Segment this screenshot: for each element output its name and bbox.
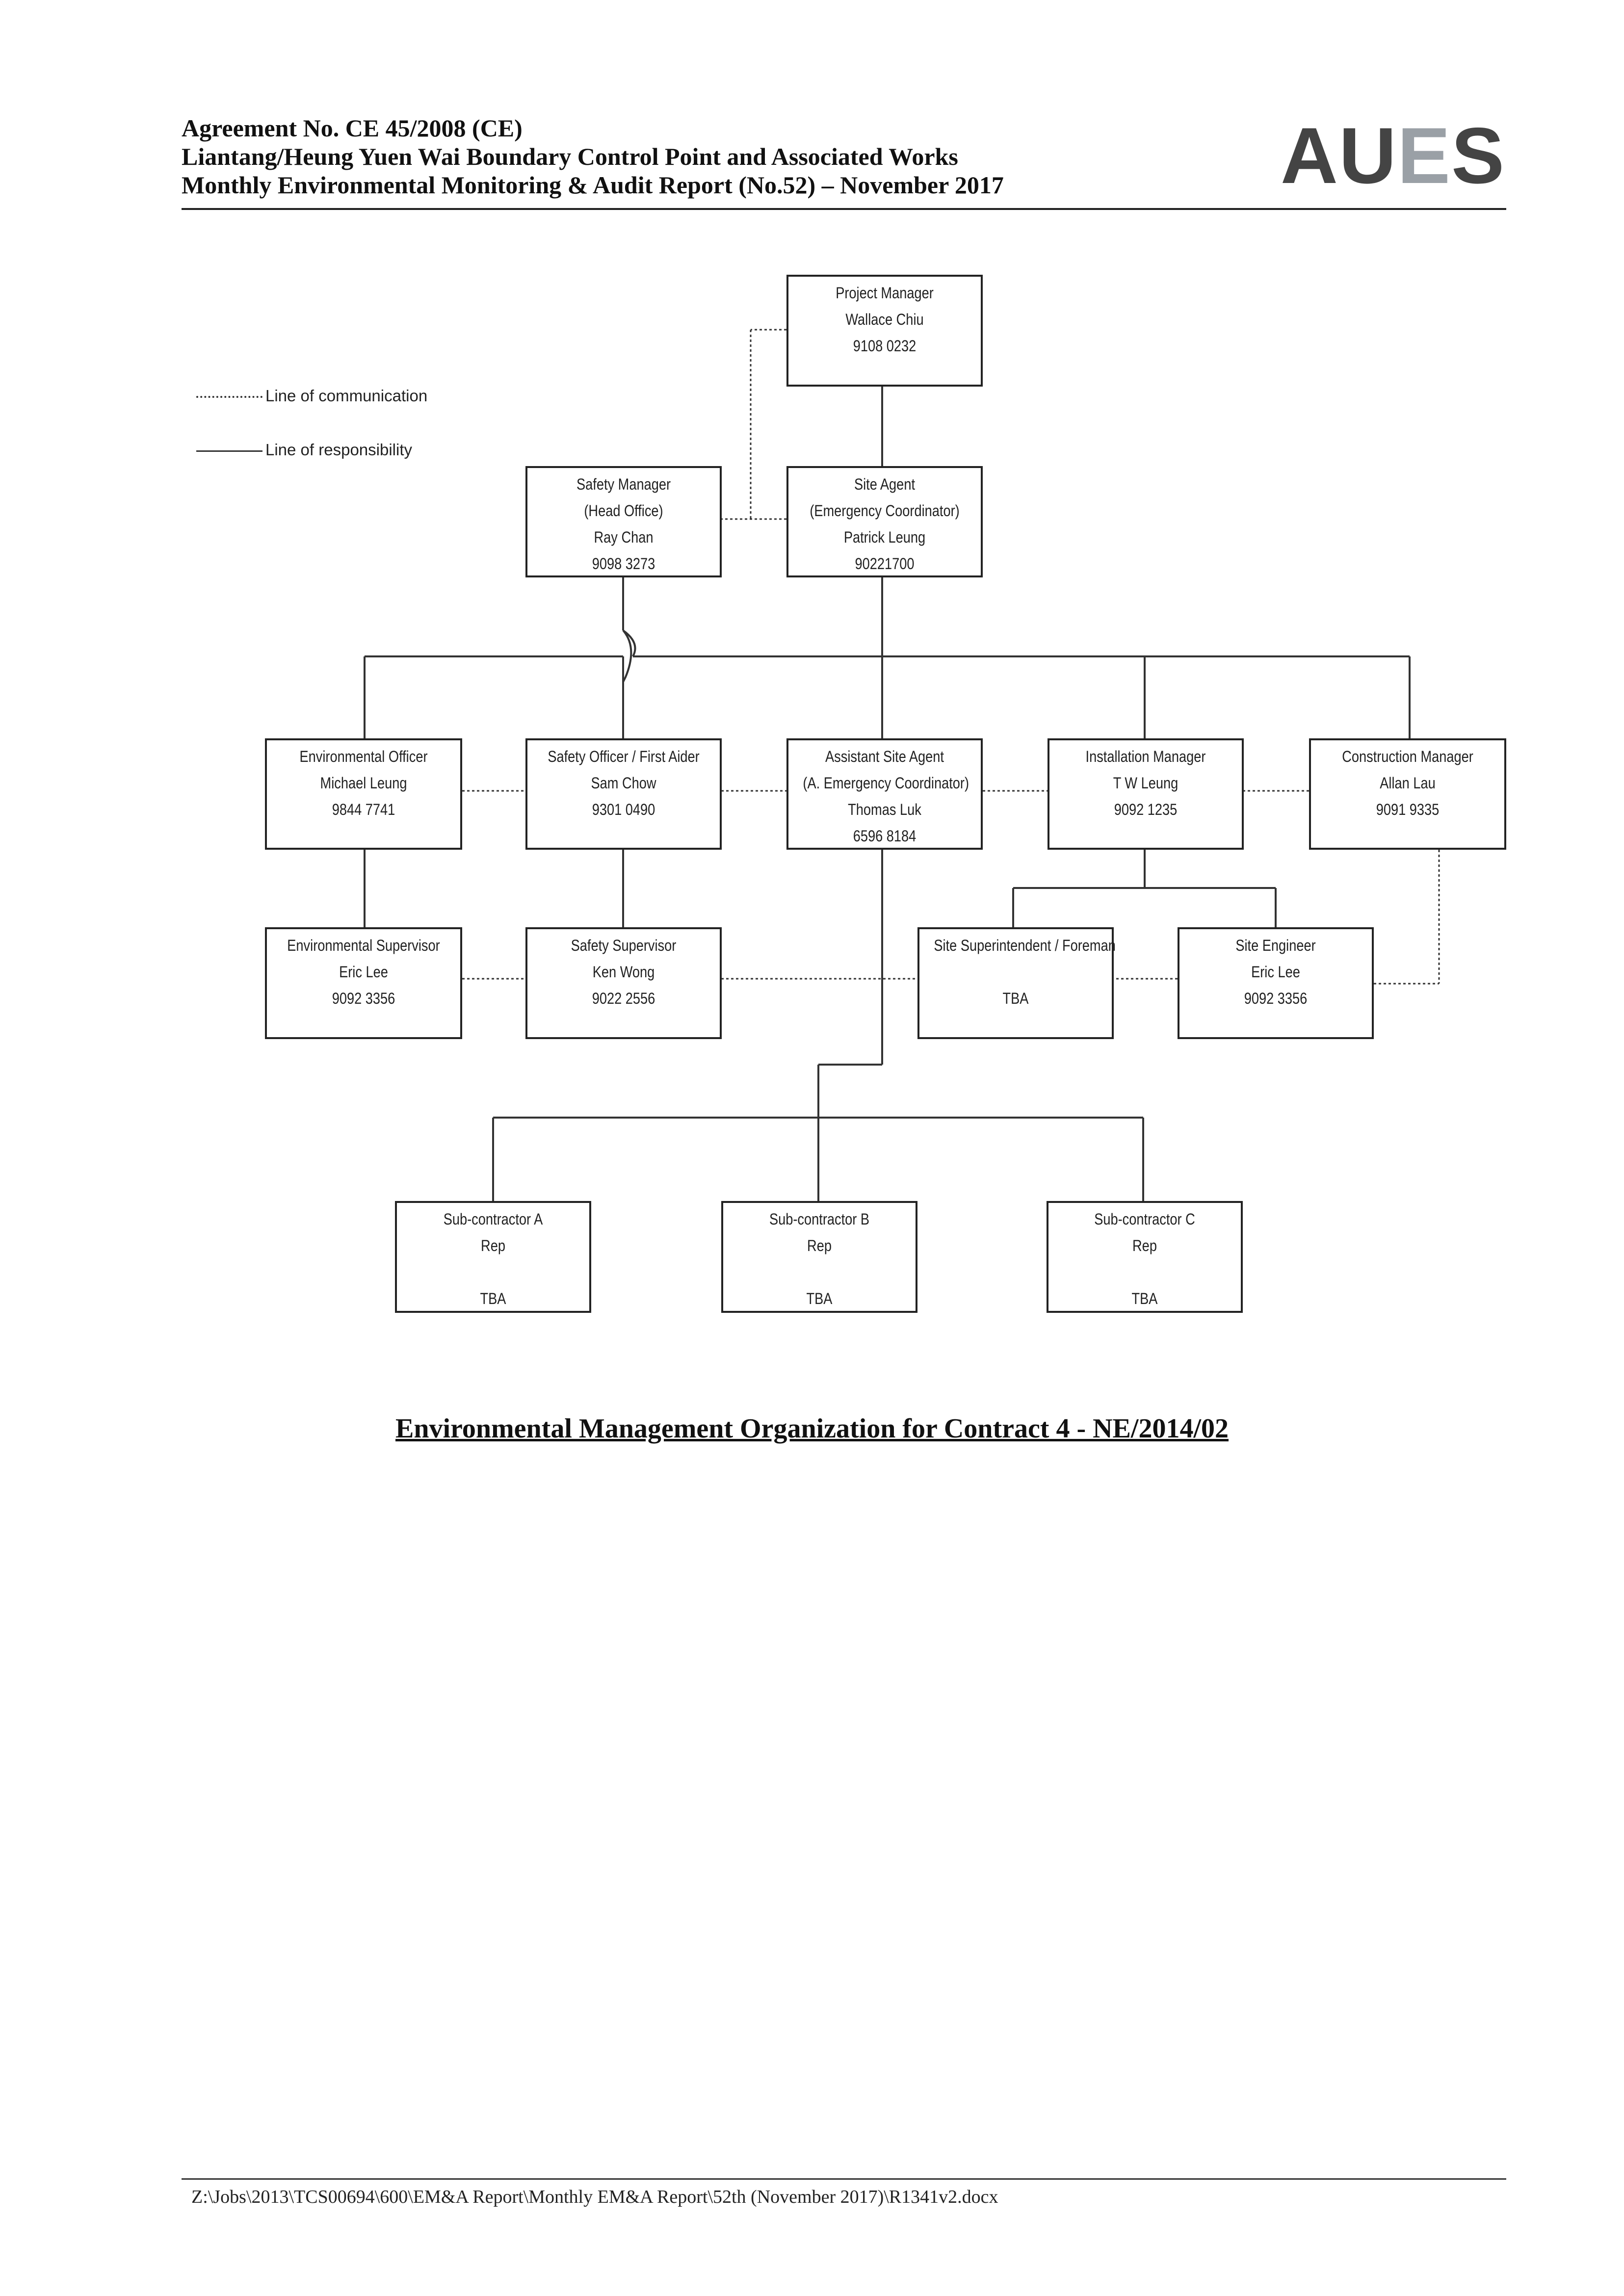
- box-subcontractor-b: Sub-contractor B Rep TBA: [721, 1201, 917, 1313]
- dotted-line-swatch: [196, 396, 262, 398]
- report-header: Agreement No. CE 45/2008 (CE) Liantang/H…: [182, 114, 1004, 199]
- aues-logo: AUES: [1281, 111, 1506, 200]
- box-installation-manager: Installation Manager T W Leung 9092 1235: [1048, 738, 1244, 850]
- box-safety-supervisor: Safety Supervisor Ken Wong 9022 2556: [525, 927, 722, 1039]
- figure-caption: Environmental Management Organization fo…: [395, 1413, 1229, 1444]
- report-title: Monthly Environmental Monitoring & Audit…: [182, 171, 1004, 199]
- file-path-footer: Z:\Jobs\2013\TCS00694\600\EM&A Report\Mo…: [191, 2187, 998, 2207]
- box-project-manager: Project Manager Wallace Chiu 9108 0232: [786, 275, 983, 387]
- box-construction-manager: Construction Manager Allan Lau 9091 9335: [1309, 738, 1506, 850]
- box-safety-manager: Safety Manager (Head Office) Ray Chan 90…: [525, 466, 722, 577]
- solid-line-swatch: [196, 450, 262, 452]
- legend-communication: Line of communication: [196, 387, 427, 405]
- header-divider: [182, 208, 1506, 210]
- box-site-superintendent: Site Superintendent / Foreman TBA: [917, 927, 1116, 1039]
- project-title: Liantang/Heung Yuen Wai Boundary Control…: [182, 143, 958, 170]
- box-subcontractor-c: Sub-contractor C Rep TBA: [1047, 1201, 1243, 1313]
- box-environmental-officer: Environmental Officer Michael Leung 9844…: [265, 738, 462, 850]
- agreement-number: Agreement No. CE 45/2008 (CE): [182, 114, 523, 142]
- box-safety-officer: Safety Officer / First Aider Sam Chow 93…: [525, 738, 722, 850]
- box-subcontractor-a: Sub-contractor A Rep TBA: [395, 1201, 591, 1313]
- legend-responsibility: Line of responsibility: [196, 441, 412, 459]
- box-assistant-site-agent: Assistant Site Agent (A. Emergency Coord…: [786, 738, 983, 850]
- box-environmental-supervisor: Environmental Supervisor Eric Lee 9092 3…: [265, 927, 462, 1039]
- box-site-agent: Site Agent (Emergency Coordinator) Patri…: [786, 466, 983, 577]
- footer-divider: [182, 2178, 1506, 2180]
- box-site-engineer: Site Engineer Eric Lee 9092 3356: [1178, 927, 1374, 1039]
